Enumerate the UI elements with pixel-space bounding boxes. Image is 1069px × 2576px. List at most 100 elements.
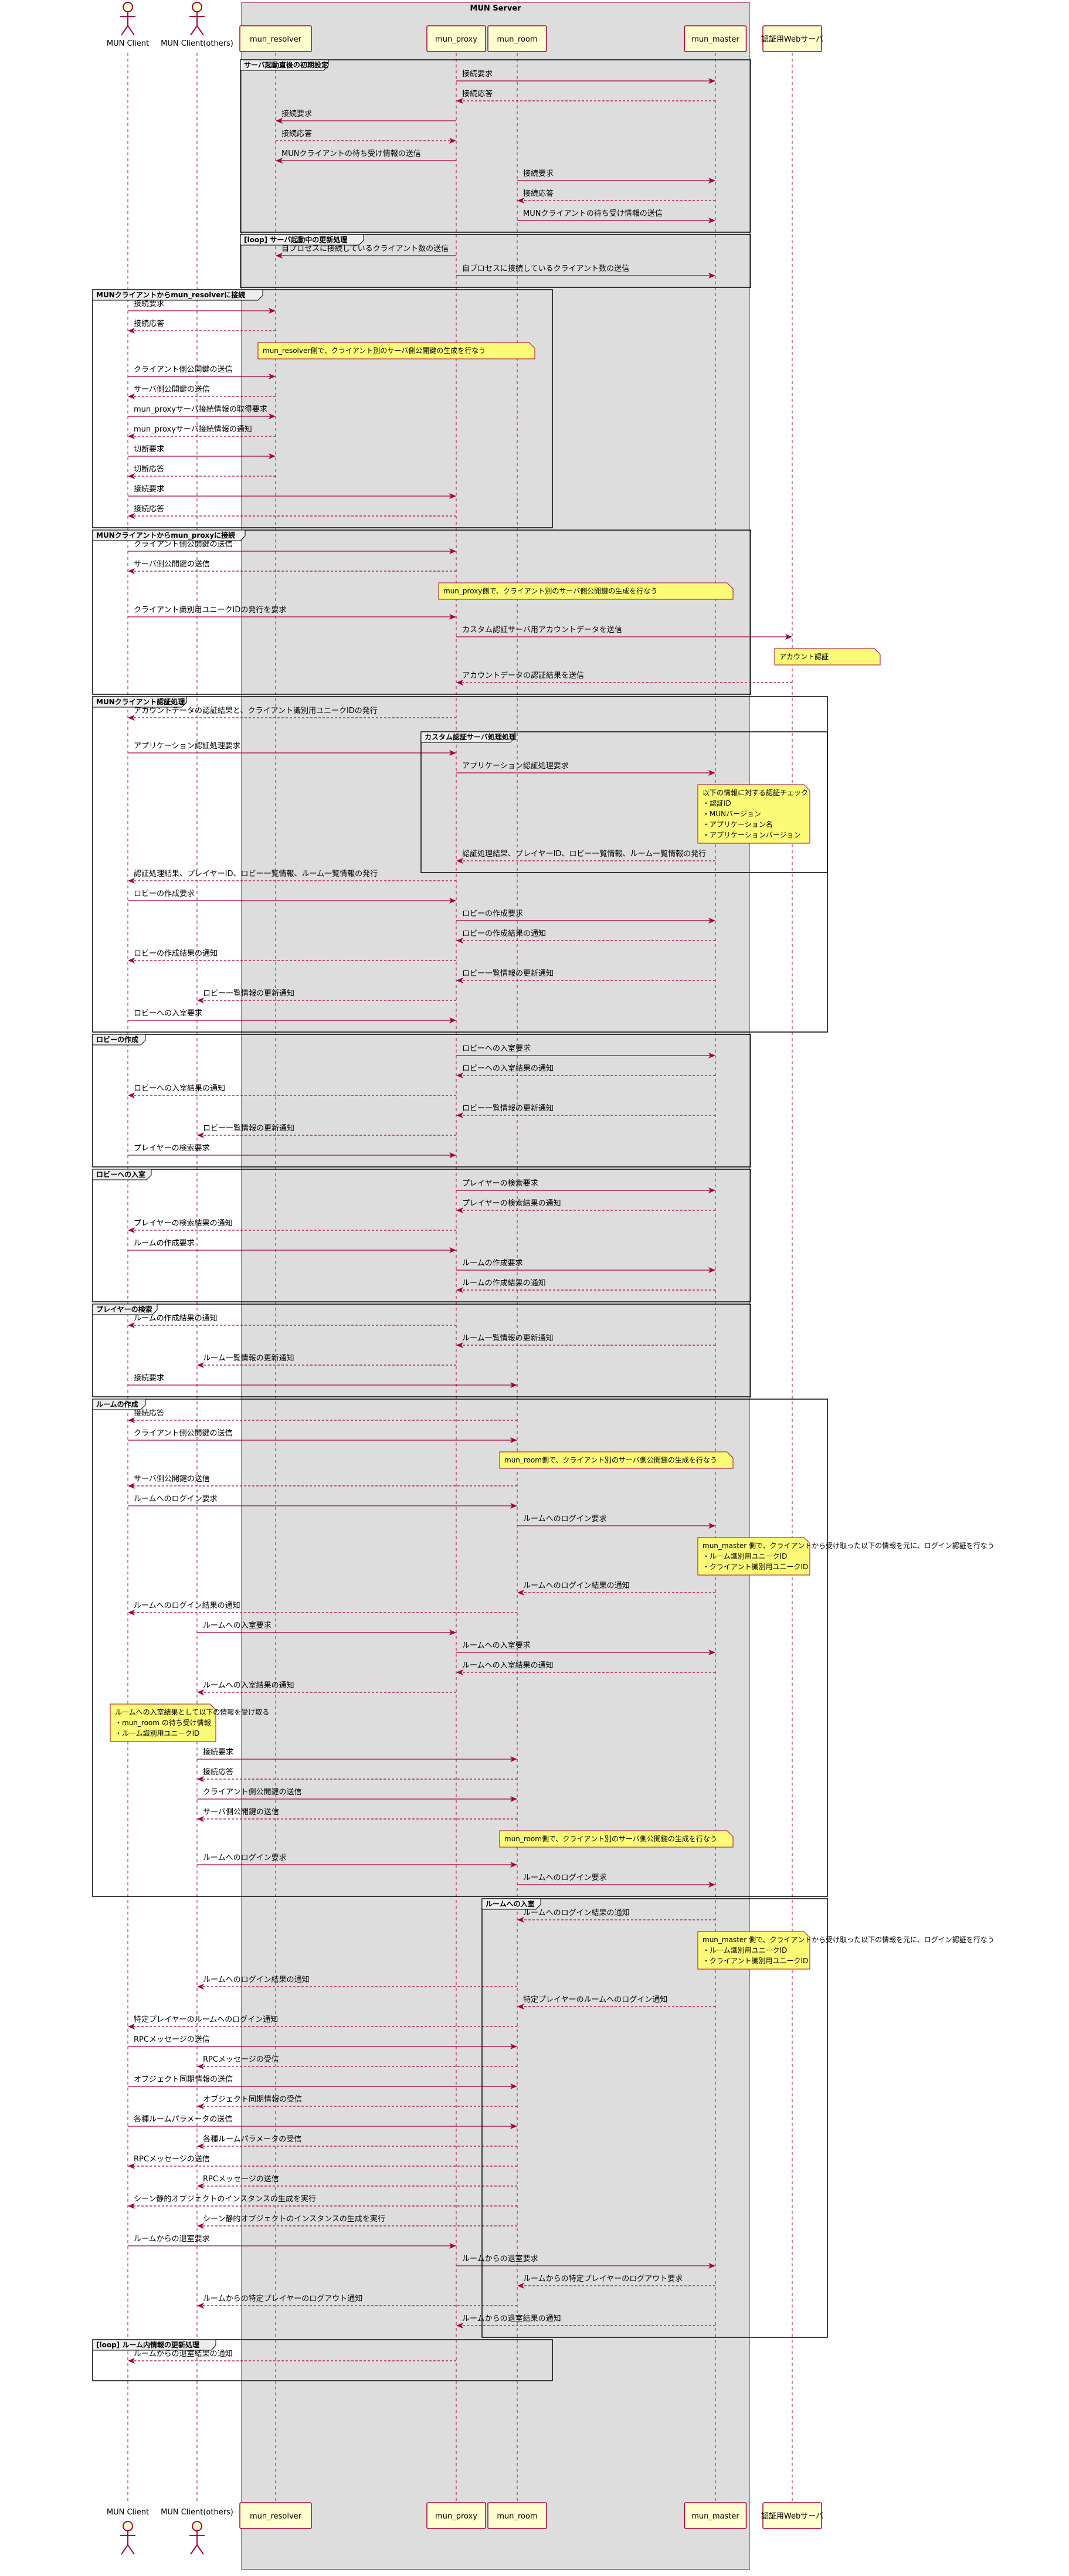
note xyxy=(774,648,881,666)
message-label: ルームからの退室結果の通知 xyxy=(462,2314,561,2323)
message-label: 接続応答 xyxy=(134,319,164,328)
participant-label-top: mun_room xyxy=(497,35,537,44)
message-label: 接続要求 xyxy=(203,1747,233,1757)
group-label: [loop] ルーム内情報の更新処理 xyxy=(96,2340,199,2349)
note-text: アカウント認証 xyxy=(779,652,829,661)
group-tab xyxy=(92,530,246,541)
group-tab xyxy=(92,696,187,708)
message-label: ロビー一覧情報の更新通知 xyxy=(462,969,554,978)
message-label: 接続要求 xyxy=(134,484,164,494)
note-text: ・ルーム識別用ユニークID xyxy=(703,1946,787,1954)
note-text: mun_master 側で、クライアントから受け取った以下の情報を元に、ログイン… xyxy=(703,1935,995,1944)
note-text: mun_resolver側で、クライアント別のサーバ側公開鍵の生成を行なう xyxy=(263,346,486,355)
message-label: ルームからの退室結果の通知 xyxy=(134,2349,233,2358)
actor-leg xyxy=(196,25,204,36)
participant-label-top: mun_proxy xyxy=(435,35,477,44)
message-label: ルームへのログイン結果の通知 xyxy=(523,1908,630,1917)
message-label: ルームの作成要求 xyxy=(462,1259,523,1268)
message-label: 接続応答 xyxy=(281,129,312,138)
note-text: ・mun_room の待ち受け情報 xyxy=(115,1719,211,1727)
note-text: ・クライアント識別用ユニークID xyxy=(703,1563,808,1571)
note-text: mun_proxy側で、クライアント別のサーバ側公開鍵の生成を行なう xyxy=(443,586,657,595)
message-label: mun_proxyサーバ接続情報の取得要求 xyxy=(134,405,267,414)
group-frame xyxy=(92,1169,751,1302)
participant-box-web xyxy=(762,25,822,52)
group-label: ルームの作成 xyxy=(96,1400,138,1409)
group-tab xyxy=(240,59,329,71)
message-label: 認証処理結果、プレイヤーID、ロビー一覧情報、ルーム一覧情報の発行 xyxy=(134,869,378,878)
message-label: ルームへのログイン要求 xyxy=(134,1495,218,1503)
message-label: mun_proxyサーバ接続情報の通知 xyxy=(134,425,252,434)
message-label: MUNクライアントの待ち受け情報の送信 xyxy=(281,150,421,158)
message-label: ロビーへの入室結果の通知 xyxy=(134,1084,225,1093)
message-label: シーン静的オブジェクトのインスタンスの生成を実行 xyxy=(203,2214,385,2224)
group-tab xyxy=(92,1304,158,1315)
group-frame xyxy=(92,289,553,528)
participant-label-bottom: mun_proxy xyxy=(435,2512,477,2521)
note-text: mun_room側で、クライアント別のサーバ側公開鍵の生成を行なう xyxy=(504,1455,717,1464)
message-label: カスタム認証サーバ用アカウントデータを送信 xyxy=(462,625,622,634)
group-frame xyxy=(481,1898,828,2338)
note-text: ・認証ID xyxy=(703,799,731,807)
message-label: ロビーへの入室結果の通知 xyxy=(462,1064,554,1073)
actor-client-bottom xyxy=(120,2521,135,2555)
participant-box-master xyxy=(684,25,747,52)
message-label: 接続応答 xyxy=(523,189,554,198)
participant-label-top: mun_resolver xyxy=(250,35,302,44)
message-label: サーバ側公開鍵の送信 xyxy=(203,1807,279,1817)
message-label: 特定プレイヤーのルームへのログイン通知 xyxy=(523,1995,667,2004)
actor-head xyxy=(192,2,202,12)
group-label: MUNクライアントからmun_resolverに接続 xyxy=(96,290,245,300)
group-label: サーバ起動直後の初期設定 xyxy=(244,60,328,69)
message-label: 接続要求 xyxy=(462,69,493,79)
group-frame xyxy=(92,530,751,695)
message-label: クライアント側公開鍵の送信 xyxy=(203,1787,301,1797)
message-label: クライアント側公開鍵の送信 xyxy=(134,365,232,374)
note-text: ・ルーム識別用ユニークID xyxy=(115,1729,199,1737)
group-frame xyxy=(92,2339,553,2381)
group-frame xyxy=(240,59,751,233)
participant-box-proxy xyxy=(426,2502,486,2529)
actor-leg xyxy=(196,2544,204,2555)
message-label: シーン静的オブジェクトのインスタンスの生成を実行 xyxy=(134,2194,316,2204)
participant-box-resolver xyxy=(239,25,312,52)
participant-label-top: MUN Client xyxy=(107,39,149,48)
group-tab xyxy=(92,1034,146,1046)
message-label: アプリケーション認証処理要求 xyxy=(134,741,240,751)
message-label: 切断応答 xyxy=(134,464,164,474)
participant-label-top: 認証用Webサーバ xyxy=(761,35,823,44)
group-frame xyxy=(92,1304,751,1397)
note xyxy=(110,1703,216,1742)
group-frame xyxy=(420,731,828,873)
message-label: 接続応答 xyxy=(203,1767,233,1777)
message-label: クライアント識別用ユニークIDの発行を要求 xyxy=(134,606,286,615)
message-label: アカウントデータの認証結果を送信 xyxy=(462,671,584,680)
group-frame xyxy=(92,1034,751,1167)
message-label: ルームへの入室要求 xyxy=(203,1621,272,1630)
message-label: ルームの作成結果の通知 xyxy=(134,1314,218,1323)
message-label: 認証処理結果、プレイヤーID、ロビー一覧情報、ルーム一覧情報の発行 xyxy=(462,849,706,858)
message-label: ルームの作成結果の通知 xyxy=(462,1278,546,1288)
actor-others-bottom xyxy=(189,2521,205,2555)
message-label: サーバ側公開鍵の送信 xyxy=(134,559,210,569)
note-text: ・MUNバージョン xyxy=(703,810,761,818)
message-label: ロビーへの入室要求 xyxy=(462,1044,531,1053)
note xyxy=(697,784,810,844)
message-label: クライアント側公開鍵の送信 xyxy=(134,1428,232,1438)
message-label: サーバ側公開鍵の送信 xyxy=(134,385,210,394)
message-label: ルームへのログイン結果の通知 xyxy=(134,1601,240,1610)
note xyxy=(499,1830,734,1848)
actor-client-top xyxy=(120,2,135,36)
note xyxy=(697,1537,810,1576)
message-label: 接続応答 xyxy=(462,89,493,99)
note xyxy=(438,582,734,600)
group-label: ルームへの入室 xyxy=(486,1899,535,1908)
server-box-title: MUN Server xyxy=(470,4,521,13)
group-tab xyxy=(92,1169,152,1180)
message-label: ルームへの入室結果の通知 xyxy=(462,1661,554,1670)
server-box xyxy=(241,2,750,2570)
message-label: 接続要求 xyxy=(281,109,312,118)
actor-head xyxy=(192,2521,202,2531)
message-label: ルームへのログイン要求 xyxy=(523,1515,607,1523)
